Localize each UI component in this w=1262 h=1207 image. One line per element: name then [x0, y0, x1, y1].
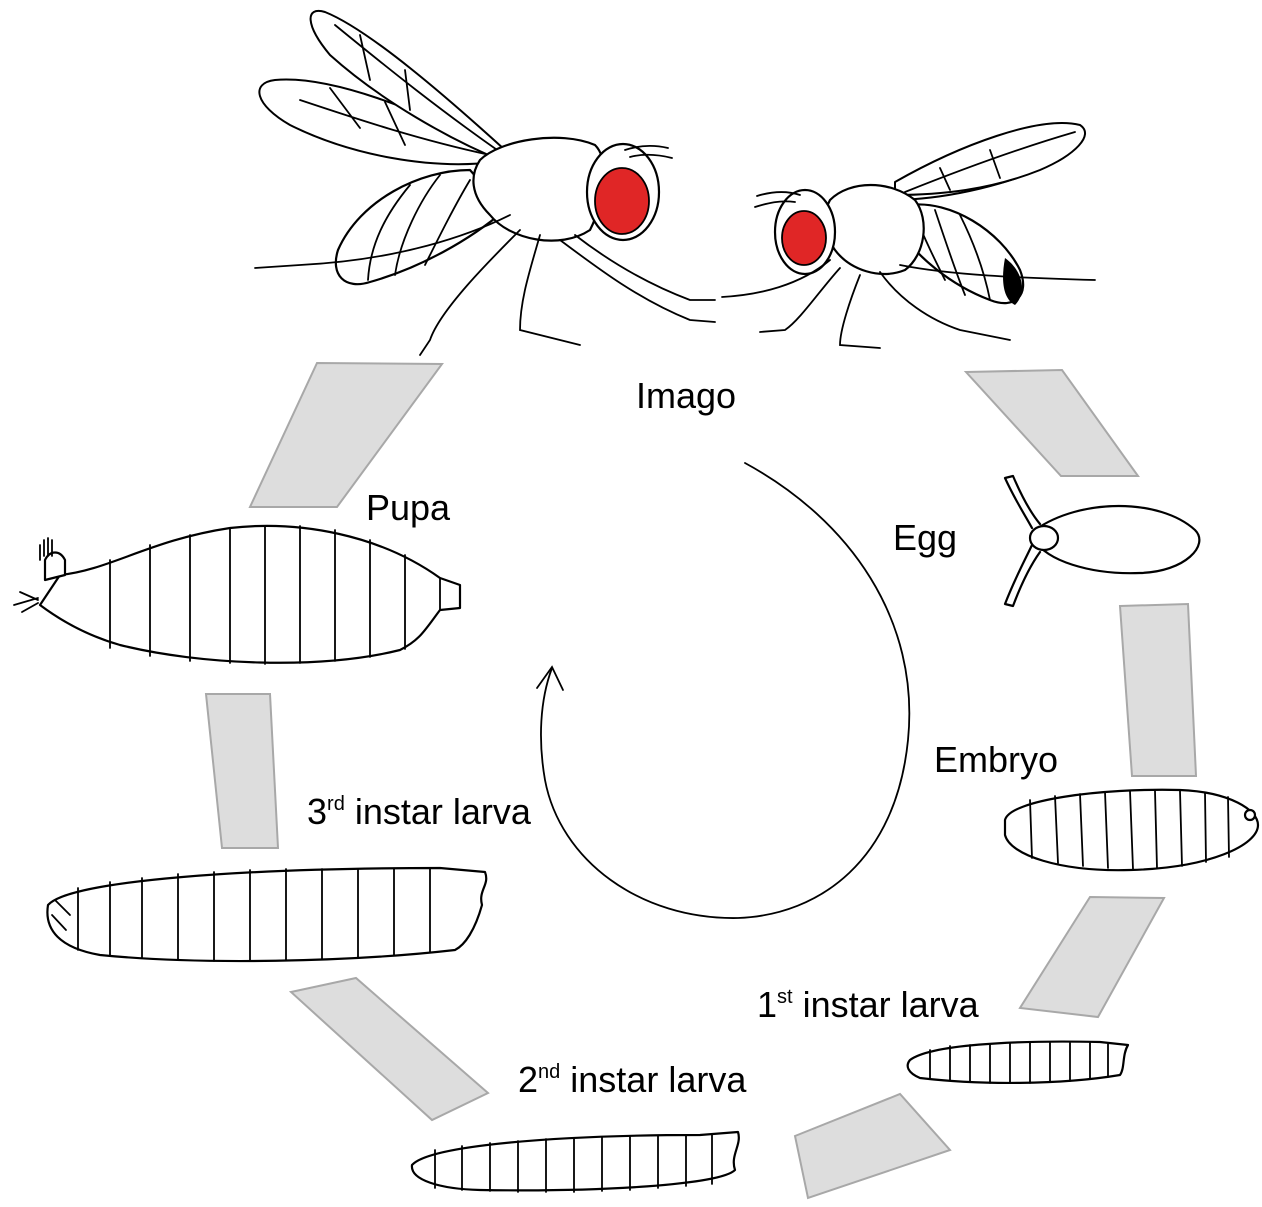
female-fly-eye: [782, 211, 826, 265]
embryo-drawing: [1005, 790, 1258, 870]
transition-arrow-embryo-first: [1020, 897, 1164, 1017]
label-imago: Imago: [636, 378, 736, 414]
male-fly: [255, 11, 715, 355]
label-embryo: Embryo: [934, 742, 1058, 778]
third-instar-larva-drawing: [47, 868, 486, 961]
second-instar-larva-drawing: [412, 1132, 739, 1192]
male-fly-eye: [595, 168, 649, 234]
label-third-instar-larva: 3rd instar larva: [307, 794, 531, 830]
transition-arrow-first-second: [795, 1094, 950, 1198]
label-second-instar-larva: 2nd instar larva: [518, 1062, 746, 1098]
transition-arrow-imago-egg: [966, 370, 1138, 476]
first-instar-larva-drawing: [908, 1042, 1128, 1083]
transition-arrow-pupa-imago: [250, 363, 442, 507]
label-pupa: Pupa: [366, 490, 450, 526]
female-fly: [722, 123, 1095, 348]
transition-arrow-third-pupa: [206, 694, 278, 848]
label-egg: Egg: [893, 520, 957, 556]
cycle-arrow-icon: [537, 463, 909, 918]
transition-arrow-egg-embryo: [1120, 604, 1196, 776]
label-first-instar-larva: 1st instar larva: [757, 987, 979, 1023]
transition-arrow-second-third: [291, 978, 488, 1120]
egg-drawing: [1005, 476, 1199, 606]
pupa-drawing: [14, 526, 460, 664]
